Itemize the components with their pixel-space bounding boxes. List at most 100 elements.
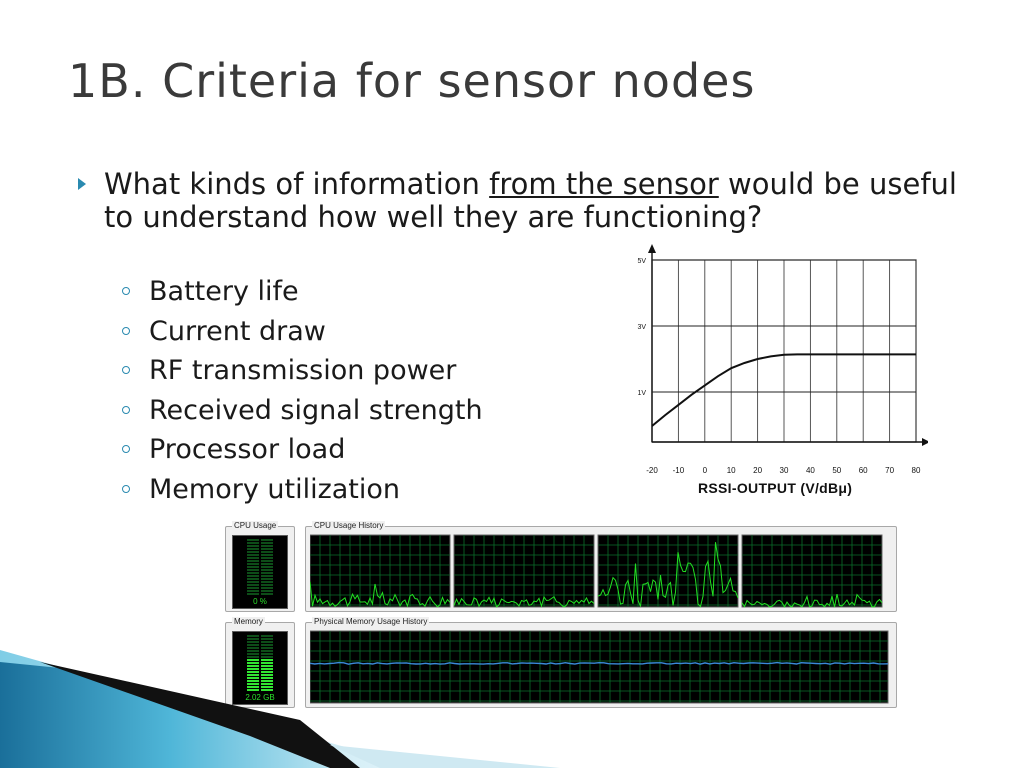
- memory-meter-segment: [261, 680, 273, 682]
- sub-bullet-label: Memory utilization: [149, 473, 401, 505]
- memory-meter-bars: [247, 635, 273, 691]
- memory-label: Memory: [232, 617, 265, 626]
- memory-meter-segment: [261, 638, 273, 640]
- circle-bullet-icon: [122, 405, 130, 414]
- memory-meter-segment: [261, 653, 273, 655]
- cpu-meter-segment: [261, 584, 273, 586]
- memory-meter-segment: [247, 662, 259, 664]
- bullet-question: What kinds of information from the senso…: [104, 168, 964, 234]
- memory-meter-segment: [247, 638, 259, 640]
- cpu-meter-segment: [247, 551, 259, 553]
- cpu-readout: 0 %: [253, 597, 267, 606]
- cpu-meter-segment: [247, 560, 259, 562]
- memory-meter-segment: [247, 683, 259, 685]
- cpu-meter-segment: [261, 593, 273, 595]
- memory-meter-segment: [247, 671, 259, 673]
- chart-title: RSSI-OUTPUT (V/dBμ): [698, 480, 853, 496]
- cpu-usage-meter: 0 %: [232, 535, 288, 609]
- memory-meter-segment: [261, 668, 273, 670]
- memory-meter: 2.02 GB: [232, 631, 288, 705]
- sub-bullet-label: Processor load: [149, 434, 346, 465]
- circle-bullet-icon: [122, 326, 130, 335]
- memory-meter-segment: [261, 647, 273, 649]
- memory-meter-segment: [261, 677, 273, 679]
- cpu-meter-segment: [261, 590, 273, 592]
- cpu-meter-bars: [247, 539, 273, 595]
- cpu-meter-segment: [247, 572, 259, 574]
- cpu-meter-segment: [261, 572, 273, 574]
- question-text-start: What kinds of information: [104, 167, 490, 201]
- memory-meter-segment: [261, 650, 273, 652]
- x-tick-label: 60: [859, 466, 868, 475]
- cpu-usage-label: CPU Usage: [232, 521, 279, 530]
- cpu-meter-segment: [247, 557, 259, 559]
- cpu-meter-segment: [261, 545, 273, 547]
- cpu-meter-segment: [247, 542, 259, 544]
- cpu-history-trace: [597, 542, 739, 608]
- circle-bullet-icon: [122, 484, 130, 493]
- cpu-meter-segment: [247, 548, 259, 550]
- cpu-meter-segment: [261, 539, 273, 541]
- cpu-meter-segment: [261, 578, 273, 580]
- cpu-history-trace: [310, 581, 451, 608]
- x-tick-label: 50: [832, 466, 841, 475]
- decor-pale-stripe: [330, 745, 560, 768]
- memory-meter-segment: [261, 656, 273, 658]
- x-tick-label: 80: [912, 466, 921, 475]
- y-tick-label: 3V: [637, 324, 646, 331]
- sub-bullet-label: RF transmission power: [149, 355, 457, 386]
- memory-meter-segment: [247, 635, 259, 637]
- cpu-meter-segment: [261, 551, 273, 553]
- memory-meter-segment: [247, 665, 259, 667]
- x-tick-label: 70: [885, 466, 894, 475]
- cpu-meter-segment: [247, 587, 259, 589]
- cpu-meter-segment: [247, 545, 259, 547]
- x-tick-label: 40: [806, 466, 815, 475]
- memory-meter-segment: [261, 644, 273, 646]
- cpu-meter-segment: [261, 563, 273, 565]
- y-tick-label: 5V: [637, 258, 646, 265]
- memory-meter-segment: [261, 641, 273, 643]
- cpu-meter-segment: [261, 557, 273, 559]
- sub-bullet-list: Battery life Current draw RF transmissio…: [122, 276, 483, 513]
- task-manager-panel: CPU Usage 0 % CPU Usage History Memory 2…: [225, 521, 897, 708]
- sub-bullet-label: Current draw: [149, 315, 326, 347]
- sub-bullet-label: Received signal strength: [149, 394, 483, 426]
- y-tick-label: 1V: [637, 390, 646, 397]
- cpu-usage-panel: CPU Usage 0 %: [225, 521, 295, 612]
- memory-meter-segment: [247, 641, 259, 643]
- circle-bullet-icon: [122, 287, 130, 295]
- cpu-history-panel: CPU Usage History: [305, 521, 897, 612]
- cpu-meter-segment: [247, 593, 259, 595]
- memory-meter-segment: [247, 644, 259, 646]
- arrow-bullet-icon: [78, 178, 86, 190]
- memory-meter-segment: [247, 668, 259, 670]
- sub-bullet-label: Battery life: [149, 276, 299, 307]
- memory-history-graph: [310, 630, 889, 704]
- memory-meter-segment: [261, 689, 273, 691]
- cpu-history-graphs: [310, 534, 883, 608]
- cpu-meter-segment: [247, 578, 259, 580]
- cpu-meter-segment: [247, 566, 259, 568]
- cpu-meter-segment: [247, 539, 259, 541]
- sub-bullet-item: Battery life: [122, 276, 483, 316]
- sub-bullet-item: Received signal strength: [122, 395, 483, 435]
- slide-title: 1B. Criteria for sensor nodes: [68, 54, 756, 108]
- cpu-meter-segment: [261, 569, 273, 571]
- x-tick-label: -10: [673, 466, 685, 475]
- cpu-meter-segment: [247, 554, 259, 556]
- cpu-meter-segment: [261, 542, 273, 544]
- memory-panel: Memory 2.02 GB: [225, 617, 295, 708]
- memory-history-label: Physical Memory Usage History: [312, 617, 430, 626]
- memory-meter-segment: [247, 686, 259, 688]
- memory-graph-bg: [310, 630, 889, 704]
- cpu-meter-segment: [247, 563, 259, 565]
- cpu-meter-segment: [261, 548, 273, 550]
- sub-bullet-item: Memory utilization: [122, 474, 483, 514]
- memory-meter-segment: [247, 689, 259, 691]
- circle-bullet-icon: [122, 445, 130, 453]
- cpu-meter-segment: [261, 575, 273, 577]
- cpu-meter-segment: [261, 587, 273, 589]
